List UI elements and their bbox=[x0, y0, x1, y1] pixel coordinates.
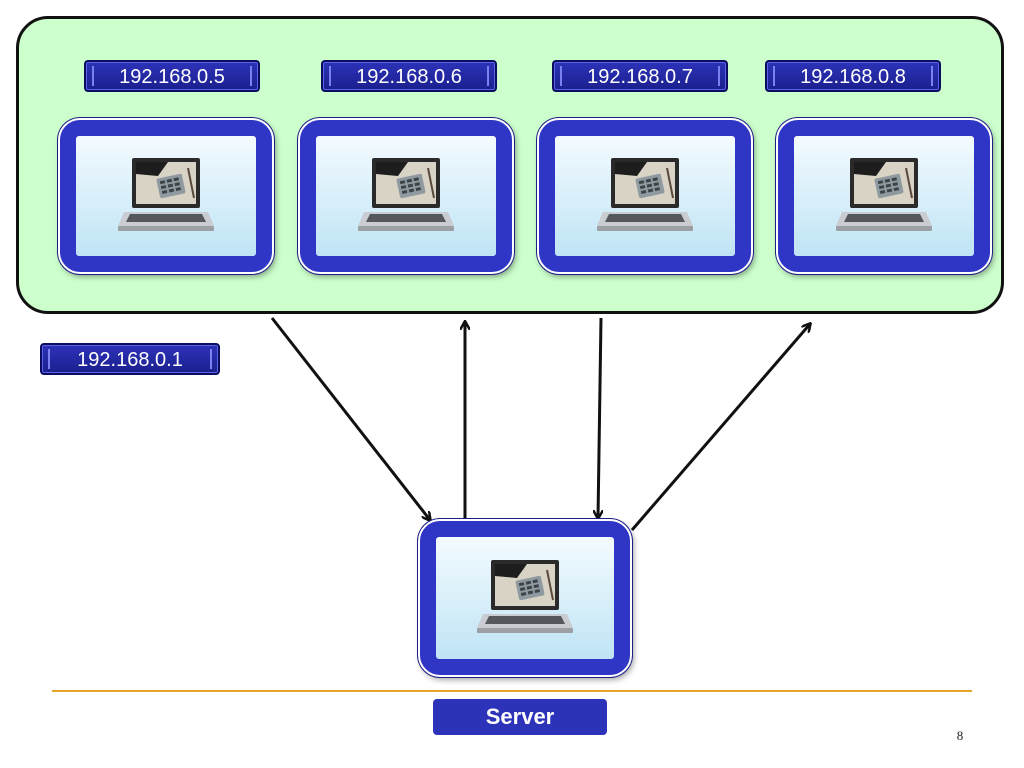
laptop-icon bbox=[597, 157, 693, 232]
router-ip-label: 192.168.0.1 bbox=[40, 343, 220, 375]
arrow-server-to-client4 bbox=[630, 324, 810, 531]
server-label: Server bbox=[433, 699, 607, 735]
arrow-client1-to-server bbox=[270, 317, 430, 520]
client-1-ip-label: 192.168.0.5 bbox=[84, 60, 260, 92]
client-4-node bbox=[776, 118, 992, 274]
laptop-icon bbox=[358, 157, 454, 232]
server-node bbox=[418, 519, 632, 677]
page-number: 8 bbox=[956, 728, 964, 743]
client-3-node bbox=[537, 118, 753, 274]
client-2-ip-label: 192.168.0.6 bbox=[321, 60, 497, 92]
footer-divider bbox=[52, 690, 972, 692]
arrow-client3-to-server bbox=[598, 317, 601, 518]
laptop-icon bbox=[118, 157, 214, 232]
client-1-node bbox=[58, 118, 274, 274]
laptop-icon bbox=[836, 157, 932, 232]
laptop-icon bbox=[477, 559, 573, 634]
client-3-ip-label: 192.168.0.7 bbox=[552, 60, 728, 92]
client-4-ip-label: 192.168.0.8 bbox=[765, 60, 941, 92]
client-2-node bbox=[298, 118, 514, 274]
